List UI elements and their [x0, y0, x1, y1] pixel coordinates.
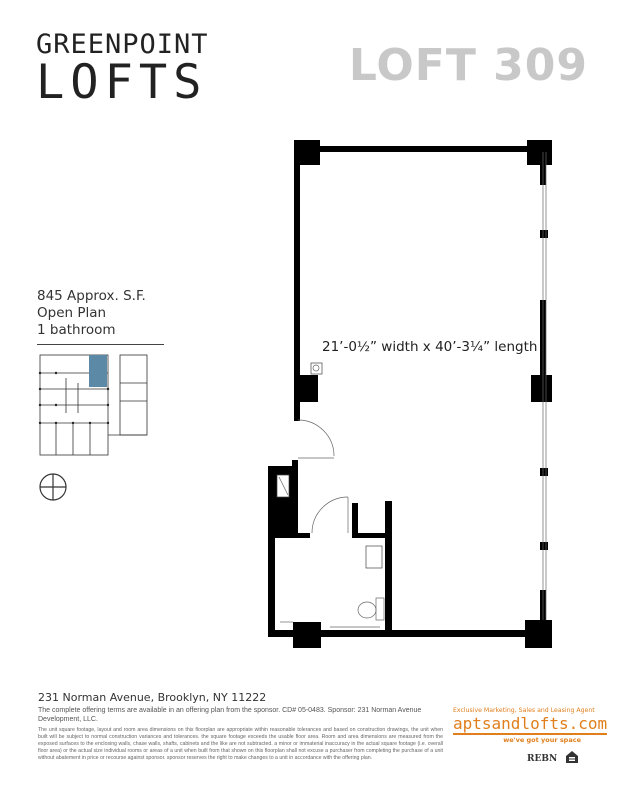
- offering-note: The complete offering terms are availabl…: [38, 707, 422, 723]
- dimensions-label: 21’-0½” width x 40’-3¼” length: [322, 339, 538, 355]
- logo-line-1: GREENPOINT: [36, 29, 209, 60]
- equal-housing-icon: [566, 751, 578, 763]
- floor-plan: [268, 140, 552, 648]
- badges: REBNY: [527, 750, 579, 764]
- unit-specs: 845 Approx. S.F. Open Plan 1 bathroom: [37, 288, 146, 339]
- agent-block: Exclusive Marketing, Sales and Leasing A…: [453, 707, 608, 744]
- unit-highlight: [89, 355, 107, 387]
- logo-line-2: LOFTS: [36, 55, 208, 110]
- agent-tagline: Exclusive Marketing, Sales and Leasing A…: [453, 707, 595, 714]
- bathrooms-text: 1 bathroom: [37, 322, 116, 338]
- disclaimer: The unit square footage, layout and room…: [38, 727, 443, 761]
- unit-title: LOFT 309: [348, 40, 588, 91]
- rebny-logo-icon: REBNY: [527, 754, 557, 764]
- address: 231 Norman Avenue, Brooklyn, NY 11222: [38, 691, 267, 704]
- area-text: 845 Approx. S.F.: [37, 288, 146, 304]
- agent-slogan: we've got your space: [503, 736, 581, 744]
- greenpoint-lofts-logo: GREENPOINT LOFTS: [36, 29, 211, 110]
- divider: [37, 344, 164, 345]
- key-plan: [38, 354, 148, 456]
- layout-text: Open Plan: [37, 305, 107, 321]
- agent-website-link[interactable]: aptsandlofts.com: [453, 714, 608, 735]
- svg-text:REBNY: REBNY: [527, 754, 557, 764]
- north-compass-icon: [39, 473, 67, 501]
